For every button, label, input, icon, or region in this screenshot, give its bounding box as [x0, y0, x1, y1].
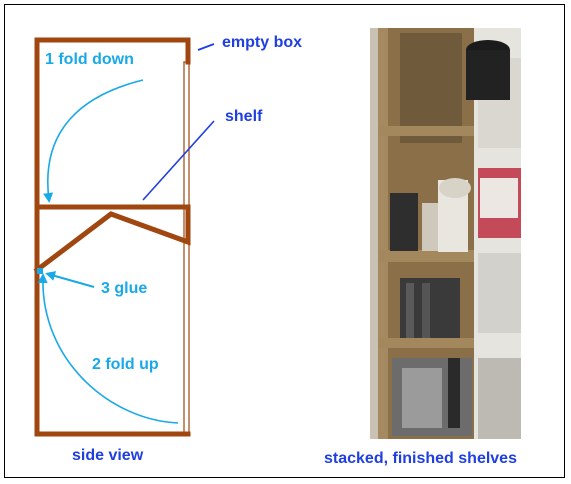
stacked-shelves-caption: stacked, finished shelves — [324, 450, 517, 467]
fold-down-arrow — [43, 79, 144, 203]
stacked-shelves-photo — [370, 28, 521, 439]
empty-box-pointer — [197, 43, 215, 51]
fold-down-label: 1 fold down — [45, 51, 134, 68]
glue-arrow — [45, 271, 95, 288]
side-view-caption: side view — [72, 447, 144, 464]
shelf-flap — [33, 204, 191, 274]
fold-up-arrow — [37, 273, 179, 424]
box-top-and-left — [34, 37, 191, 437]
empty-box-label: empty box — [222, 34, 303, 51]
shelf-pointer — [142, 120, 215, 201]
glue-label: 3 glue — [101, 280, 148, 297]
box-outline — [33, 37, 191, 437]
fold-up-label: 2 fold up — [92, 356, 159, 373]
shelf-label: shelf — [225, 108, 263, 125]
glue-spot — [37, 268, 43, 274]
